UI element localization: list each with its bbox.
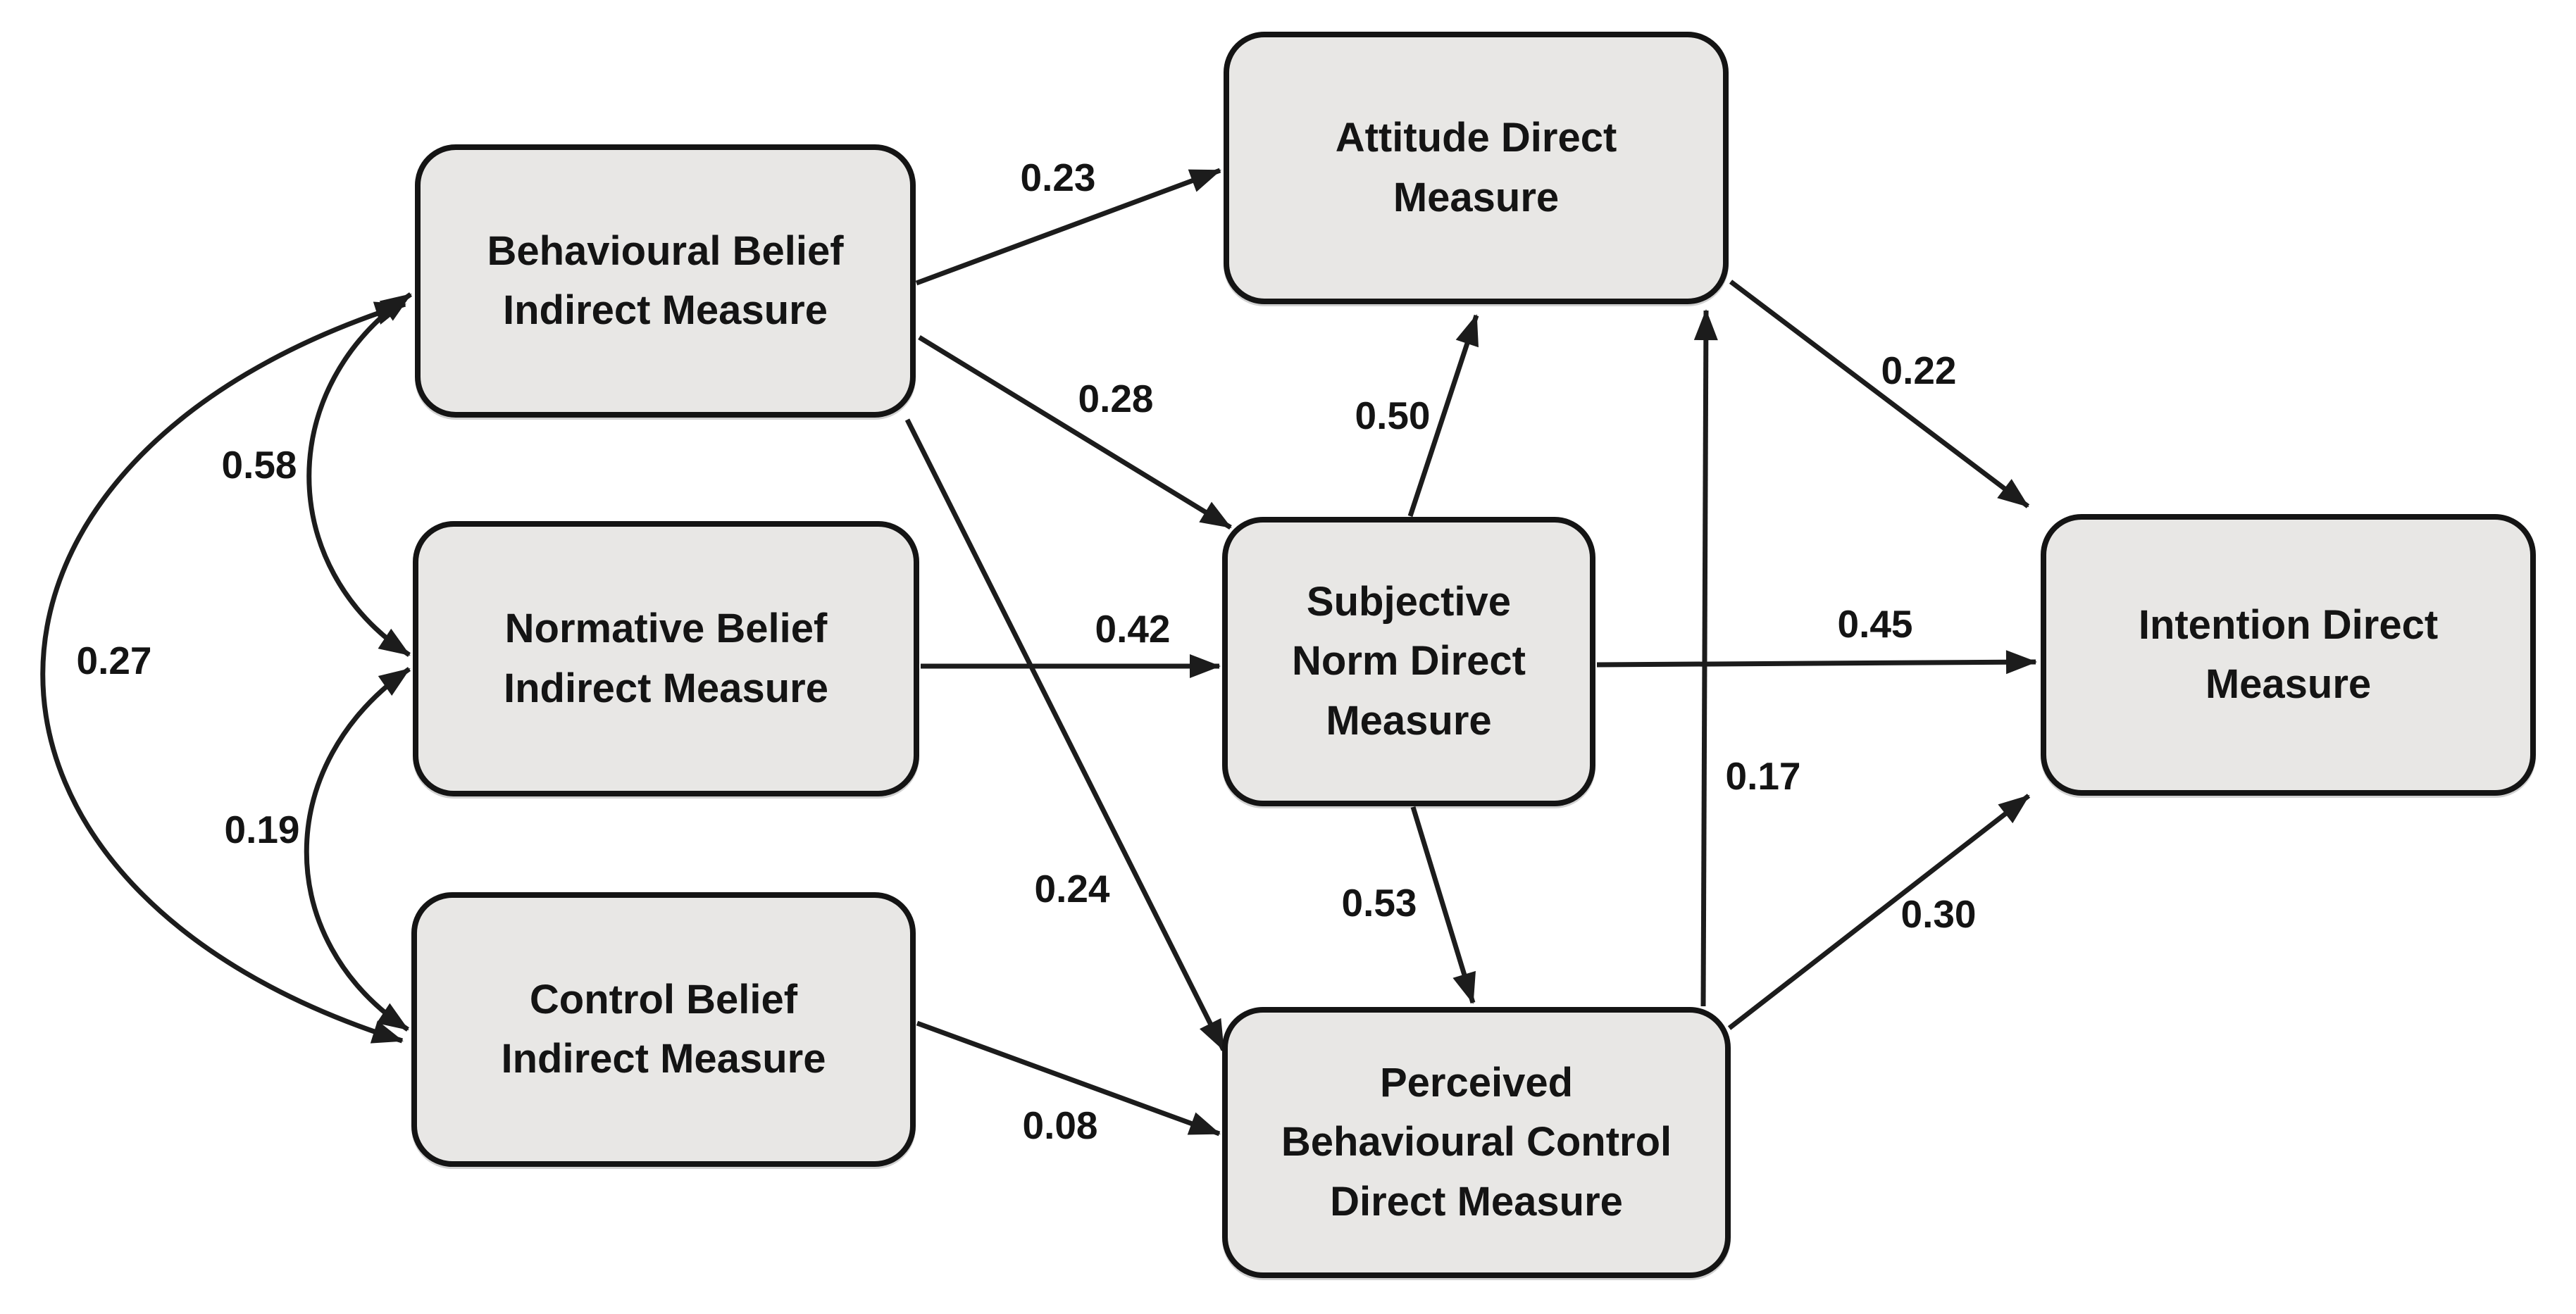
arrow-cb-to-pbc (916, 1020, 1221, 1137)
node-subjective-norm-direct: Subjective Norm Direct Measure (1222, 517, 1595, 806)
node-intention-direct: Intention Direct Measure (2041, 514, 2536, 796)
node-behavioural-belief-indirect: Behavioural Belief Indirect Measure (415, 144, 916, 418)
coef-pbc-att: 0.17 (1725, 754, 1801, 798)
arrow-bb-to-sn (918, 335, 1232, 530)
coef-bb-sn: 0.28 (1078, 377, 1154, 420)
correlation-nb-cb (304, 667, 411, 1032)
coef-sn-att: 0.50 (1355, 394, 1431, 437)
coef-bb-cb-correlation: 0.27 (76, 639, 152, 682)
coef-att-int: 0.22 (1881, 349, 1957, 392)
coef-bb-att: 0.23 (1020, 156, 1096, 199)
coef-cb-pbc: 0.08 (1022, 1103, 1098, 1147)
coef-bb-pbc: 0.24 (1034, 867, 1110, 911)
arrow-sn-to-pbc (1410, 806, 1476, 1004)
correlation-bb-nb (306, 292, 412, 657)
arrow-pbc-to-att (1693, 309, 1718, 1007)
arrow-bb-to-pbc (904, 418, 1226, 1051)
coef-sn-pbc: 0.53 (1341, 881, 1417, 925)
coef-pbc-int: 0.30 (1900, 892, 1977, 936)
arrow-bb-to-att (915, 168, 1221, 286)
node-attitude-direct: Attitude Direct Measure (1224, 32, 1729, 304)
coef-nb-sn: 0.42 (1095, 607, 1171, 651)
arrow-pbc-to-int (1727, 794, 2031, 1030)
coef-sn-int: 0.45 (1837, 602, 1913, 646)
correlation-bb-cb (40, 301, 406, 1044)
arrow-sn-to-att (1407, 314, 1479, 518)
node-control-belief-indirect: Control Belief Indirect Measure (411, 892, 916, 1167)
arrow-sn-to-int (1596, 650, 2037, 675)
coef-nb-cb-correlation: 0.19 (224, 808, 300, 851)
coef-bb-nb-correlation: 0.58 (221, 443, 297, 487)
arrow-att-to-int (1729, 280, 2030, 508)
node-normative-belief-indirect: Normative Belief Indirect Measure (413, 521, 919, 796)
node-perceived-behavioural-control-direct: Perceived Behavioural Control Direct Mea… (1222, 1007, 1731, 1278)
